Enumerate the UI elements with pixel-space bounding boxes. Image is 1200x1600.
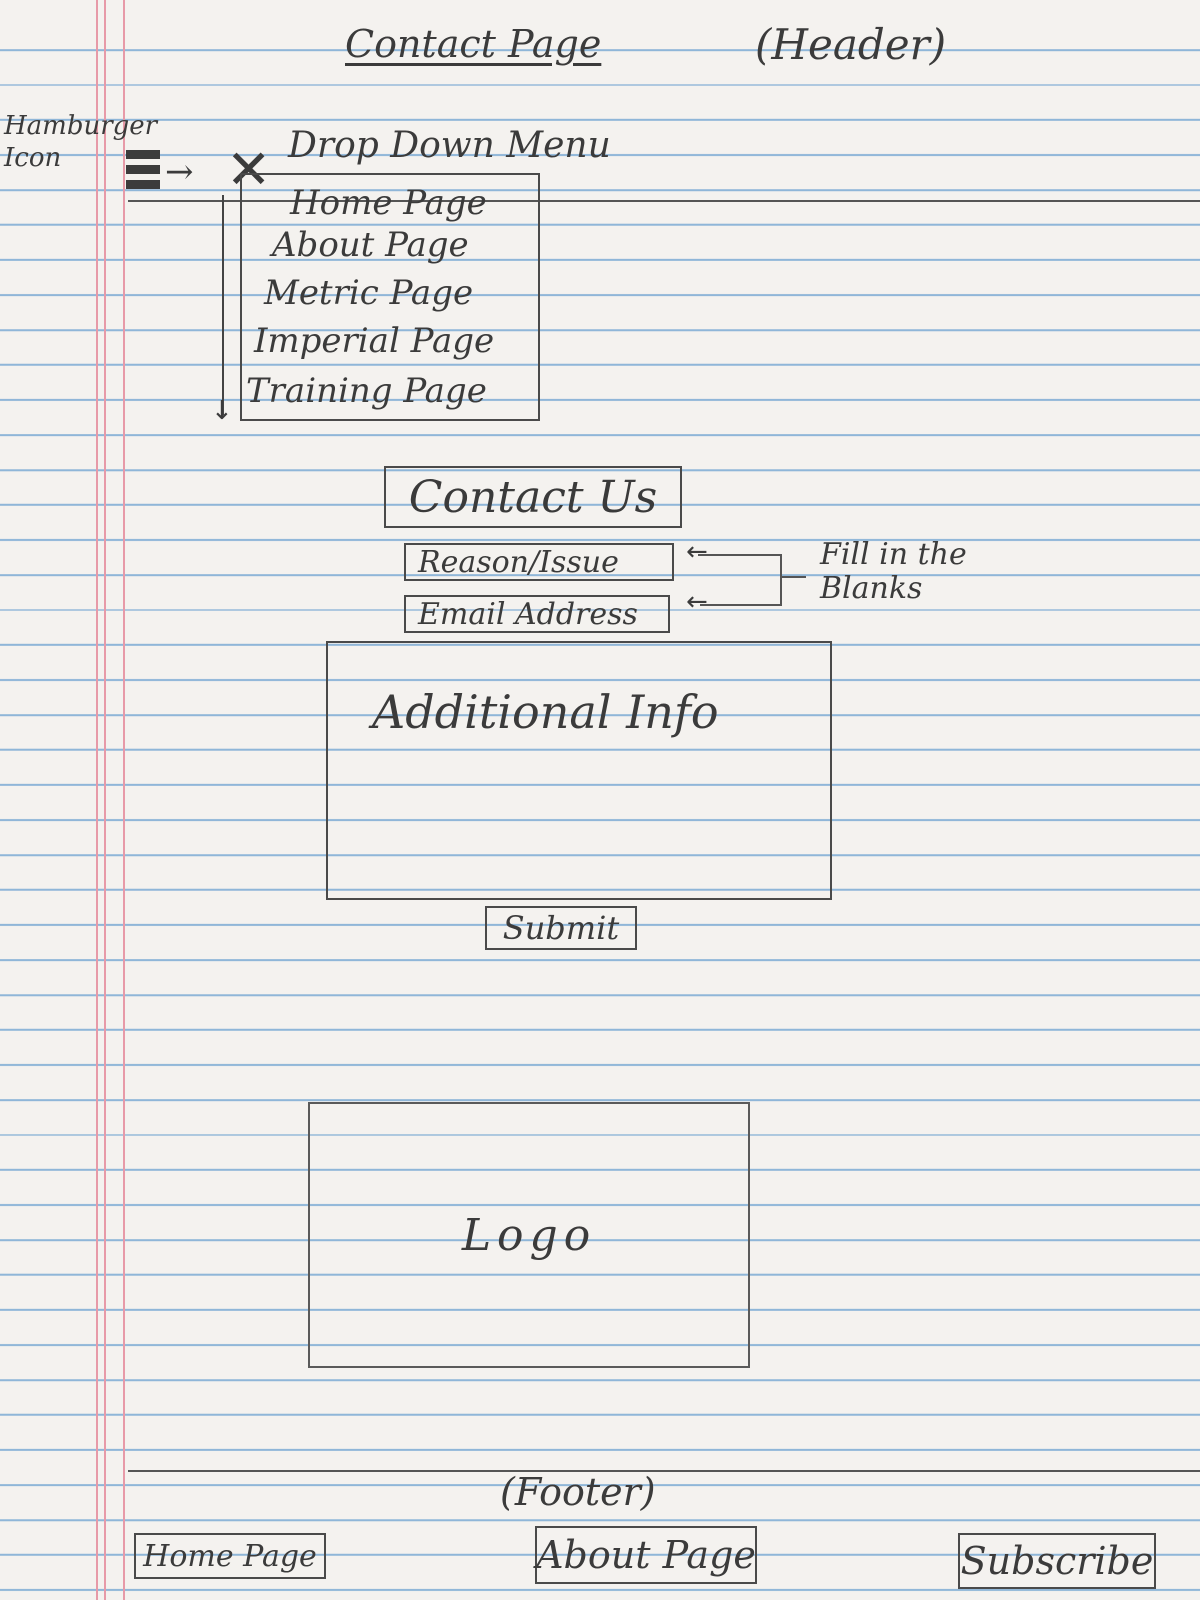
arrow-left-icon: ← [686,587,708,617]
logo: Logo [308,1102,750,1368]
arrow-left-icon: ← [686,537,708,567]
menu-item-home[interactable]: Home Page [290,183,487,223]
close-icon[interactable]: ✕ [226,138,272,201]
menu-item-training[interactable]: Training Page [246,371,487,411]
footer-divider [128,1470,1200,1472]
additional-info-placeholder: Additional Info [372,685,719,739]
dropdown-menu: Home Page About Page Metric Page Imperia… [240,173,540,421]
margin-line [104,0,106,1600]
annotation-bracket [780,576,806,578]
margin-line [123,0,125,1600]
reason-input[interactable]: Reason/Issue [404,543,674,581]
contact-heading: Contact Us [384,466,682,528]
submit-button[interactable]: Submit [485,906,637,950]
margin-line [96,0,98,1600]
annotation-bracket [780,554,782,606]
annotation-arrow [698,554,780,556]
page-title: Contact Page [345,22,602,66]
additional-info-textarea[interactable]: Additional Info [326,641,832,900]
menu-item-metric[interactable]: Metric Page [264,273,474,313]
footer-link-subscribe[interactable]: Subscribe [958,1533,1156,1589]
annotation-arrow [700,604,780,606]
header-annotation: (Header) [755,20,947,69]
footer-link-about[interactable]: About Page [535,1526,757,1584]
arrow-down-icon: ↓ [211,396,233,426]
hamburger-icon[interactable] [126,150,160,200]
hamburger-annotation: Hamburger Icon [4,111,158,173]
email-input[interactable]: Email Address [404,595,670,633]
scroll-indicator [222,195,224,415]
header-divider [128,200,1200,202]
menu-item-imperial[interactable]: Imperial Page [254,321,495,361]
menu-item-about[interactable]: About Page [272,225,469,265]
footer-annotation: (Footer) [500,1470,656,1514]
dropdown-annotation: Drop Down Menu [288,125,611,166]
footer-link-home[interactable]: Home Page [134,1533,326,1579]
arrow-right-icon: → [165,152,194,192]
fill-annotation: Fill in the Blanks [820,537,967,606]
